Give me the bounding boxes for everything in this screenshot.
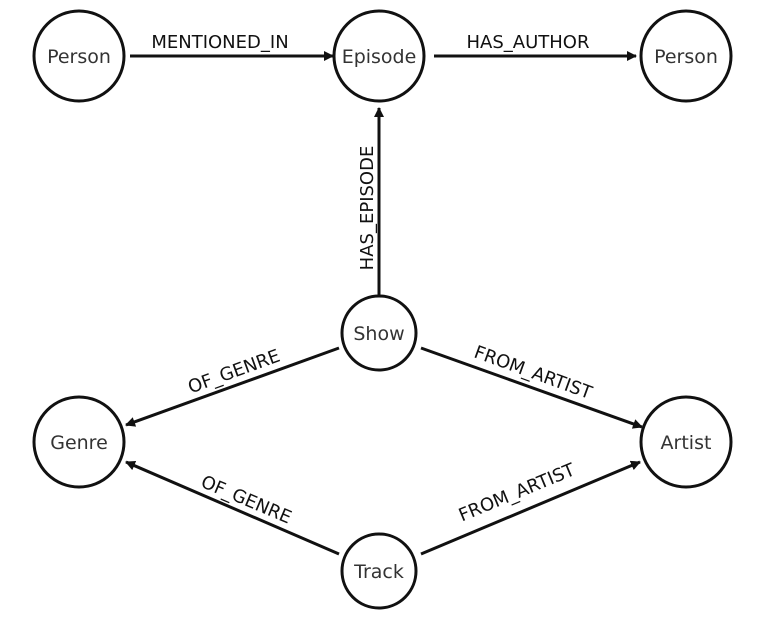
edge-label-mentioned-in: MENTIONED_IN <box>151 32 288 53</box>
edge-show-from-artist-artist: FROM_ARTIST <box>420 342 643 429</box>
node-show[interactable]: Show <box>340 294 418 372</box>
node-episode[interactable]: Episode <box>332 9 426 103</box>
node-person-right[interactable]: Person <box>639 9 733 103</box>
edge-label-of-genre-show: OF_GENRE <box>185 346 283 399</box>
node-label-episode: Episode <box>342 46 417 68</box>
node-genre[interactable]: Genre <box>32 395 126 489</box>
node-label-track: Track <box>353 561 404 583</box>
edge-label-has-author: HAS_AUTHOR <box>467 32 590 53</box>
node-label-person-right: Person <box>654 46 718 68</box>
node-label-genre: Genre <box>50 432 108 454</box>
node-label-artist: Artist <box>661 432 712 454</box>
edge-show-of-genre-genre: OF_GENRE <box>125 346 340 427</box>
edge-episode-has-author-person: HAS_AUTHOR <box>434 32 637 61</box>
node-label-person-left: Person <box>47 46 111 68</box>
edge-person-mentioned-in-episode: MENTIONED_IN <box>130 32 334 61</box>
node-person-left[interactable]: Person <box>32 9 126 103</box>
node-track[interactable]: Track <box>340 532 418 610</box>
edge-show-has-episode-episode: HAS_EPISODE <box>357 107 384 298</box>
edge-track-of-genre-genre: OF_GENRE <box>125 460 340 556</box>
node-label-show: Show <box>353 323 404 345</box>
edge-track-from-artist-artist: FROM_ARTIST <box>420 459 641 556</box>
edge-label-has-episode: HAS_EPISODE <box>357 146 378 271</box>
node-artist[interactable]: Artist <box>639 395 733 489</box>
edge-label-from-artist-track: FROM_ARTIST <box>456 459 579 526</box>
